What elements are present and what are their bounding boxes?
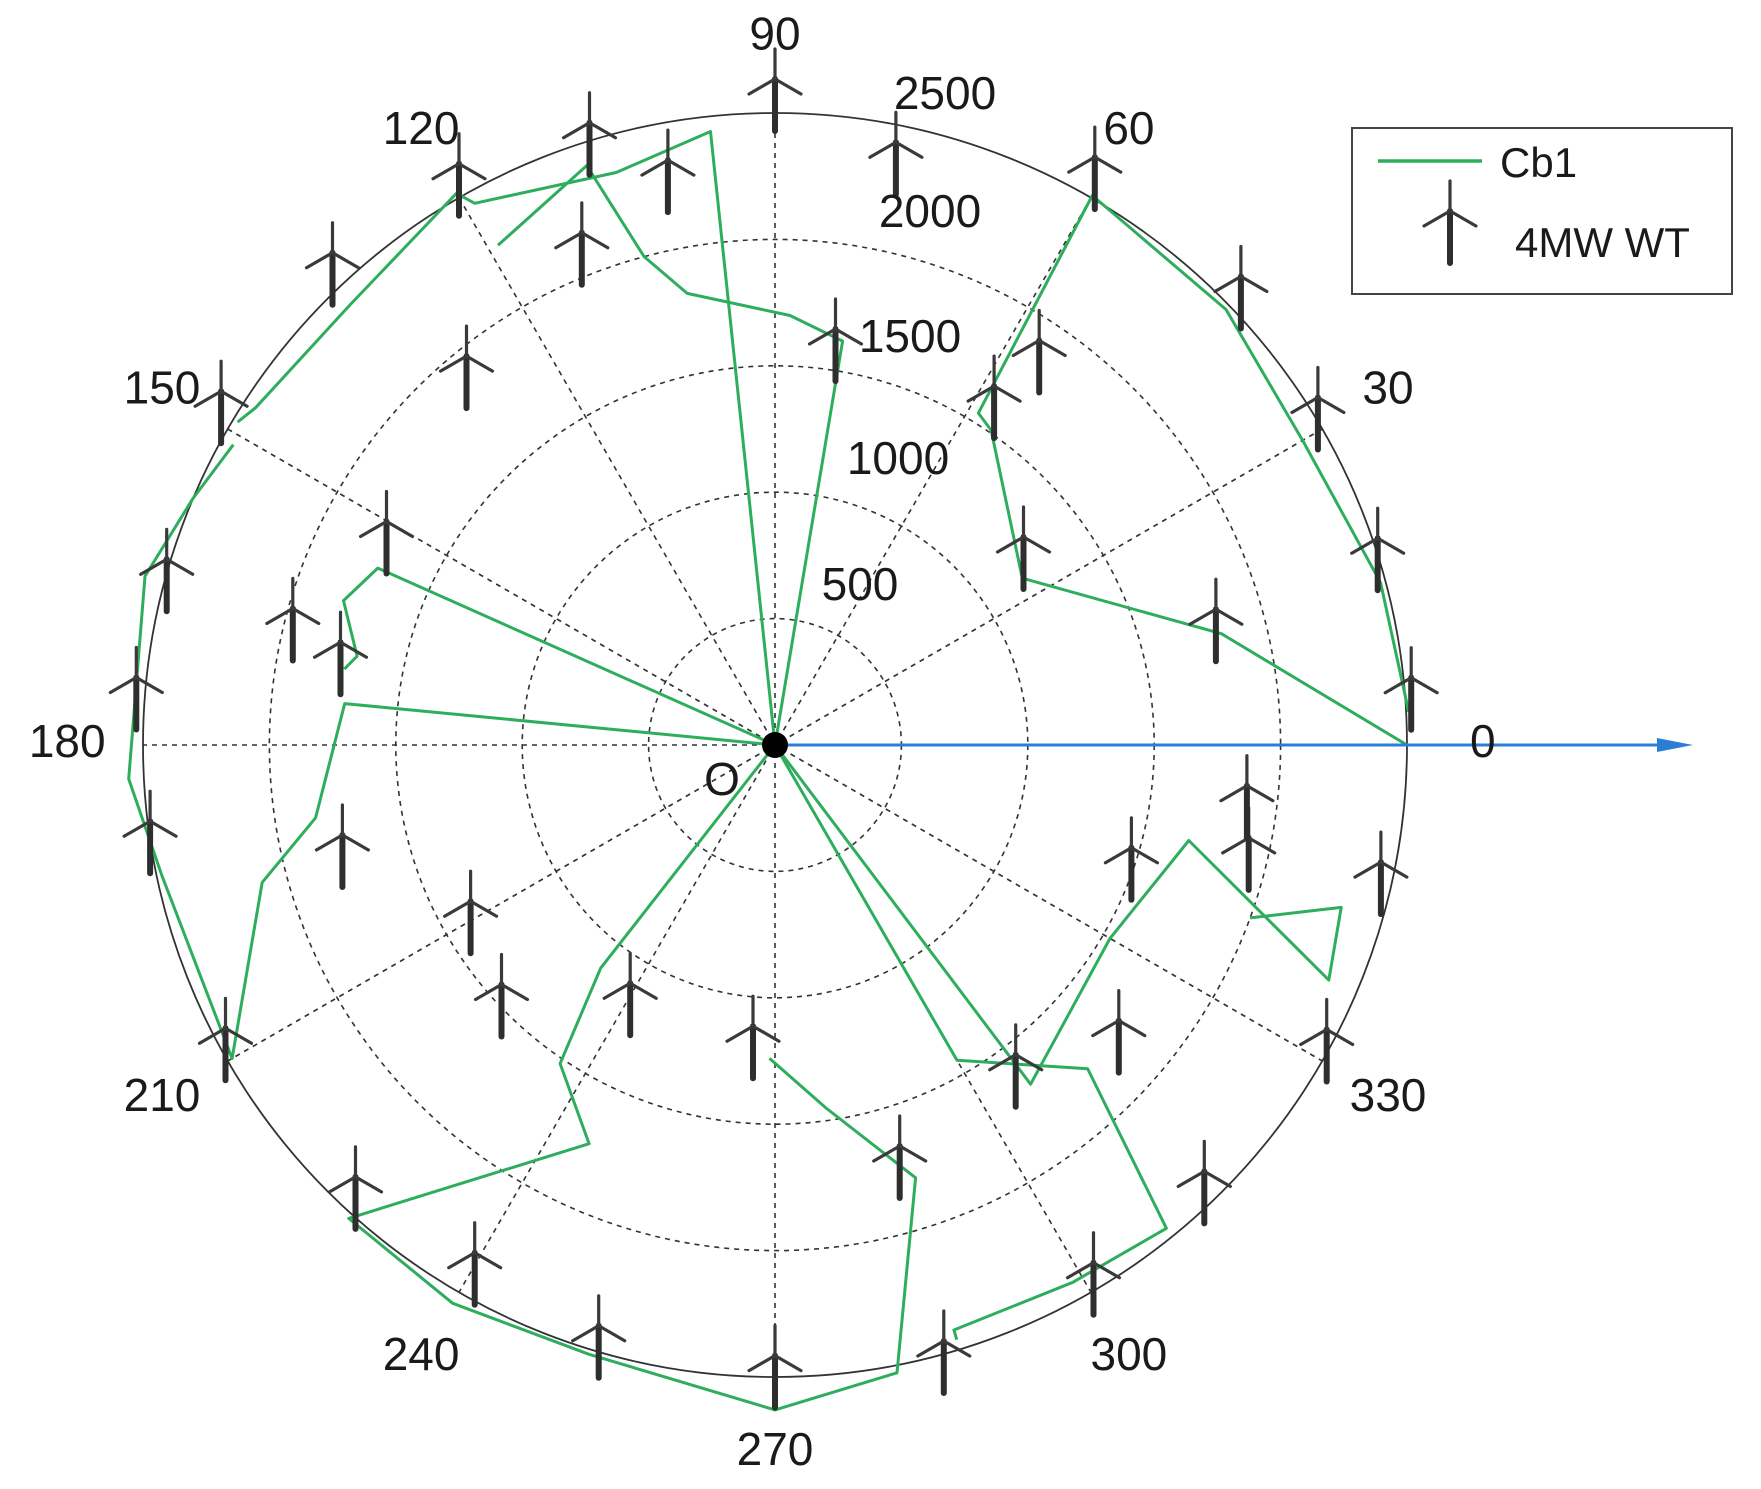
turbine-icon — [122, 789, 178, 877]
cable-feeder-3 — [236, 130, 777, 746]
turbine-icon — [139, 527, 195, 615]
turbine-icon — [1350, 506, 1406, 594]
legend: Cb1 4MW WT — [1351, 127, 1733, 295]
angular-tick-label-60: 60 — [1103, 102, 1154, 154]
cable-feeder-7 — [773, 744, 1168, 1341]
angular-tick-label-90: 90 — [749, 7, 800, 59]
turbine-icon — [1213, 244, 1269, 332]
angular-tick-label-240: 240 — [383, 1328, 460, 1380]
angular-tick-label-210: 210 — [124, 1069, 201, 1121]
tick-label-layer: 0 30 60 90 120 150 180 210 240 270 300 330 500 1000 15… — [29, 7, 1496, 1475]
turbine-icon — [447, 1221, 503, 1308]
turbine-icon — [995, 505, 1052, 592]
turbine-icon — [1091, 988, 1147, 1076]
turbine-icon — [312, 610, 369, 698]
turbine-icon — [561, 91, 618, 178]
radial-tick-label-1500: 1500 — [859, 310, 961, 362]
cable-feeder-5 — [127, 443, 776, 1060]
turbine-icon — [747, 47, 803, 134]
turbine-icon — [868, 110, 924, 198]
angular-tick-label-300: 300 — [1091, 1328, 1168, 1380]
turbine-icon — [438, 324, 495, 412]
cable-layer — [127, 130, 1693, 1412]
angular-tick-label-120: 120 — [383, 102, 460, 154]
radial-tick-label-2500: 2500 — [894, 67, 996, 119]
angular-tick-label-30: 30 — [1362, 361, 1413, 413]
turbine-icon — [1353, 830, 1409, 918]
turbine-icon — [1176, 1139, 1232, 1227]
turbine-icon — [747, 1323, 803, 1411]
arrow-head — [1657, 738, 1693, 752]
angular-tick-label-150: 150 — [124, 361, 201, 413]
turbine-icon — [358, 489, 415, 577]
cable-feeder-6 — [347, 744, 918, 1412]
turbine-icon — [314, 803, 370, 890]
turbine-icon — [1103, 816, 1159, 903]
turbine-icon — [916, 1309, 972, 1396]
turbine-icon — [431, 132, 487, 219]
turbine-icon — [443, 869, 499, 957]
legend-box — [1351, 127, 1733, 295]
radial-tick-label-500: 500 — [822, 558, 899, 610]
turbine-icon — [304, 221, 361, 308]
turbine-icon — [1383, 646, 1439, 733]
turbine-icon — [1065, 1231, 1122, 1318]
turbine-icon — [554, 201, 610, 288]
turbine-icon — [1422, 179, 1478, 266]
turbine-icon — [1067, 125, 1123, 213]
cable-feeder-4 — [342, 566, 776, 747]
angular-tick-label-180: 180 — [29, 715, 106, 767]
cable-feeder-1 — [775, 194, 1411, 747]
legend-label-cb1: Cb1 — [1500, 139, 1577, 186]
cable-feeder-2 — [496, 164, 845, 746]
turbine-icon — [197, 996, 254, 1084]
turbine-icon — [807, 297, 864, 384]
angular-tick-label-330: 330 — [1350, 1069, 1427, 1121]
origin-point — [762, 732, 788, 758]
turbine-icon — [966, 354, 1022, 442]
turbine-icon — [1299, 997, 1355, 1085]
angular-tick-label-0: 0 — [1470, 715, 1496, 767]
turbine-icon — [872, 1114, 928, 1201]
turbine-layer — [108, 47, 1439, 1411]
turbine-icon — [1219, 754, 1275, 841]
radial-tick-label-1000: 1000 — [847, 432, 949, 484]
turbine-icon — [988, 1023, 1044, 1110]
turbine-icon — [602, 951, 658, 1039]
turbine-icon — [265, 576, 321, 664]
angular-tick-label-270: 270 — [737, 1423, 814, 1475]
turbine-icon — [725, 994, 781, 1082]
turbine-icon — [1422, 179, 1478, 266]
turbine-icon — [1188, 577, 1244, 665]
turbine-icon — [640, 128, 696, 216]
turbine-icon — [1290, 365, 1346, 453]
radial-tick-label-2000: 2000 — [879, 185, 981, 237]
turbine-icon — [193, 359, 249, 447]
cable-feeder-8 — [773, 744, 1343, 1086]
turbine-icon — [473, 952, 530, 1040]
turbine-icon — [1011, 308, 1067, 396]
legend-label-turbine: 4MW WT — [1515, 219, 1690, 266]
turbine-icon — [108, 645, 164, 733]
origin-label: O — [704, 753, 740, 805]
turbine-icon — [327, 1145, 384, 1232]
turbine-icon — [571, 1294, 627, 1381]
